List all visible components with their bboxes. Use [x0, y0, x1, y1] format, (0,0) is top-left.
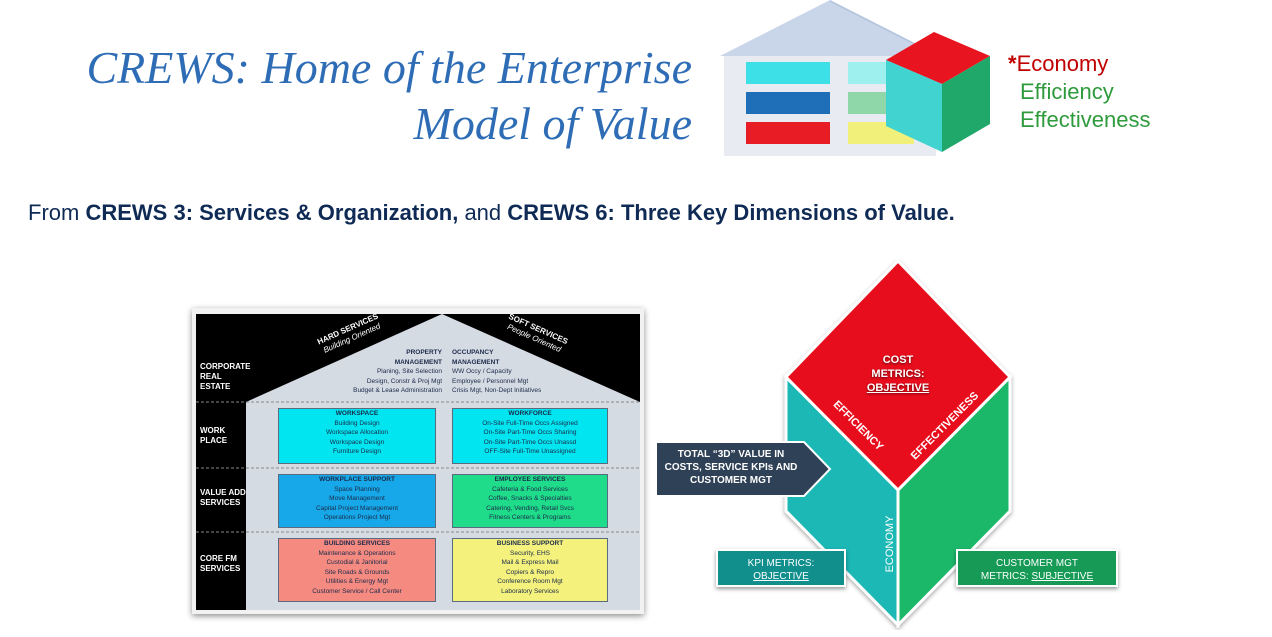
cost-metrics-label: COST METRICS: OBJECTIVE [866, 354, 930, 394]
subtitle-crews3: CREWS 3: Services & Organization, [85, 200, 459, 225]
customer-metrics-tag: CUSTOMER MGT METRICS: SUBJECTIVE [956, 549, 1118, 587]
row-label-value-add-services: VALUE ADD SERVICES [200, 488, 246, 507]
occupancy-management: OCCUPANCY MANAGEMENT WW Occy / Capacity … [452, 349, 542, 395]
row-label-core-fm-services: CORE FM SERVICES [200, 554, 241, 573]
row-label-work-place: WORK PLACE [200, 426, 228, 445]
workforce-box: WORKFORCE On-Site Full-Time Occs Assigne… [452, 408, 608, 464]
total-value-arrow [655, 441, 832, 497]
crews-logo [720, 0, 990, 156]
customer-metrics-line2: METRICS: SUBJECTIVE [980, 571, 1094, 582]
legend-star: * [1008, 51, 1017, 76]
row-label-corporate-real-estate: CORPORATE REAL ESTATE [200, 362, 251, 391]
workspace-box: WORKSPACE Building Design Workspace Allo… [278, 408, 436, 464]
workplace-support-box: WORKPLACE SUPPORT Space Planning Move Ma… [278, 474, 436, 528]
business-support-box: BUSINESS SUPPORT Security, EHS Mail & Ex… [452, 538, 608, 602]
employee-services-box: EMPLOYEE SERVICES Cafeteria & Food Servi… [452, 474, 608, 528]
services-house-diagram: HARD SERVICES Building Oriented SOFT SER… [192, 308, 644, 614]
legend-effectiveness: Effectiveness [1020, 107, 1151, 132]
value-legend: *Economy Efficiency Effectiveness [1008, 50, 1150, 134]
legend-efficiency: Efficiency [1020, 79, 1114, 104]
kpi-metrics-tag: KPI METRICS: OBJECTIVE [716, 549, 846, 587]
total-value-text: TOTAL “3D” VALUE IN COSTS, SERVICE KPIs … [664, 449, 798, 486]
legend-economy: *Economy [1008, 51, 1109, 76]
page-title: CREWS: Home of the Enterprise Model of V… [40, 40, 692, 152]
property-management: PROPERTY MANAGEMENT Planing, Site Select… [353, 349, 442, 395]
cube-top-face [783, 258, 1013, 493]
building-services-box: BUILDING SERVICES Maintenance & Operatio… [278, 538, 436, 602]
subtitle: From CREWS 3: Services & Organization, a… [28, 200, 955, 225]
page-title-line1: CREWS: Home of the Enterprise [86, 42, 692, 93]
economy-label: ECONOMY [884, 515, 896, 573]
subtitle-crews6: CREWS 6: Three Key Dimensions of Value. [507, 200, 955, 225]
page-title-line2: Model of Value [413, 98, 693, 149]
value-cube [783, 258, 1013, 629]
